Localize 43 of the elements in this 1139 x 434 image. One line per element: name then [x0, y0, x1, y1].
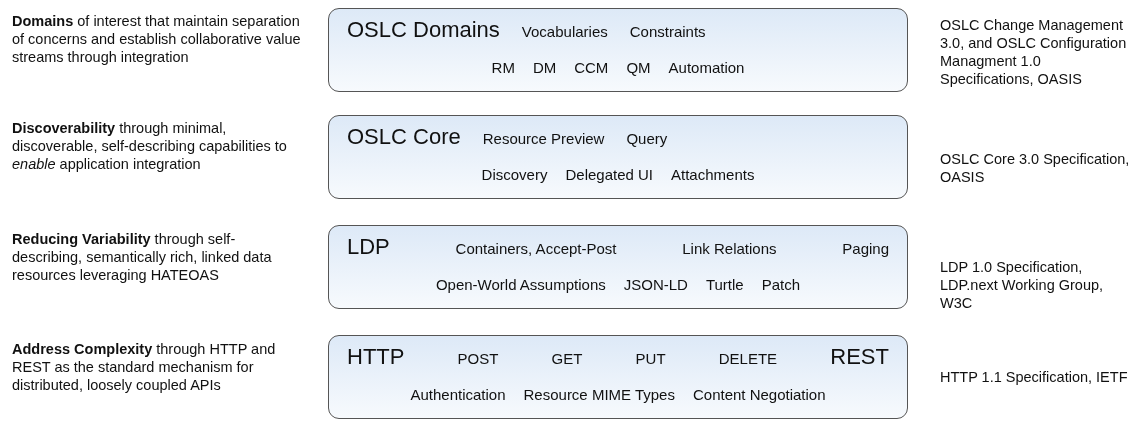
reference-text: OSLC Change Management 3.0, and OSLC Configuration Managment 1.0 Specifications, OASIS — [940, 16, 1128, 88]
layer-box — [328, 8, 908, 92]
description-text: Address Complexity through HTTP and REST as the standard mechanism for distributed, loosely coupled APIs — [12, 340, 277, 394]
component-label: GET — [551, 350, 583, 367]
component-label: Discovery — [481, 166, 548, 183]
component-label: Paging — [842, 240, 889, 257]
component-label: Content Negotiation — [692, 386, 826, 403]
component-label: Vocabularies — [521, 23, 608, 40]
component-label: Resource MIME Types — [523, 386, 675, 403]
component-label: Resource Preview — [482, 130, 605, 147]
component-label: Containers, Accept-Post — [455, 240, 617, 257]
component-label: QM — [626, 59, 651, 76]
component-label: Patch — [761, 276, 801, 293]
layer-title: OSLC Domains — [347, 17, 500, 43]
reference-text: OSLC Core 3.0 Specification, OASIS — [940, 150, 1130, 186]
component-label: Authentication — [410, 386, 506, 403]
component-label: Delegated UI — [565, 166, 653, 183]
layer-title: LDP — [347, 234, 390, 260]
component-label: REST — [830, 344, 889, 370]
description-text: Domains of interest that maintain separation of concerns and establish collaborative value streams through integration — [12, 12, 302, 66]
component-label: Automation — [668, 59, 745, 76]
layer-title: OSLC Core — [347, 124, 461, 150]
reference-text: LDP 1.0 Specification, LDP.next Working Group, W3C — [940, 258, 1105, 312]
layer-box — [328, 225, 908, 309]
component-label: DM — [532, 59, 557, 76]
component-label: PUT — [635, 350, 666, 367]
layer-box — [328, 335, 908, 419]
component-label: RM — [491, 59, 515, 76]
component-label: DELETE — [718, 350, 778, 367]
component-label: CCM — [574, 59, 609, 76]
description-text: Discoverability through minimal, discoverable, self-describing capabilities to enable application integration — [12, 119, 288, 173]
layer-box — [328, 115, 908, 199]
component-label: Link Relations — [682, 240, 777, 257]
layer-title: HTTP — [347, 344, 405, 370]
component-label: Open-World Assumptions — [435, 276, 606, 293]
component-label: Turtle — [705, 276, 744, 293]
component-label: JSON-LD — [623, 276, 688, 293]
reference-text: HTTP 1.1 Specification, IETF — [940, 368, 1129, 386]
component-label: POST — [457, 350, 499, 367]
description-text: Reducing Variability through self-describing, semantically rich, linked data resources leveraging HATEOAS — [12, 230, 273, 284]
component-label: Constraints — [629, 23, 706, 40]
component-label: Query — [626, 130, 668, 147]
component-label: Attachments — [671, 166, 755, 183]
